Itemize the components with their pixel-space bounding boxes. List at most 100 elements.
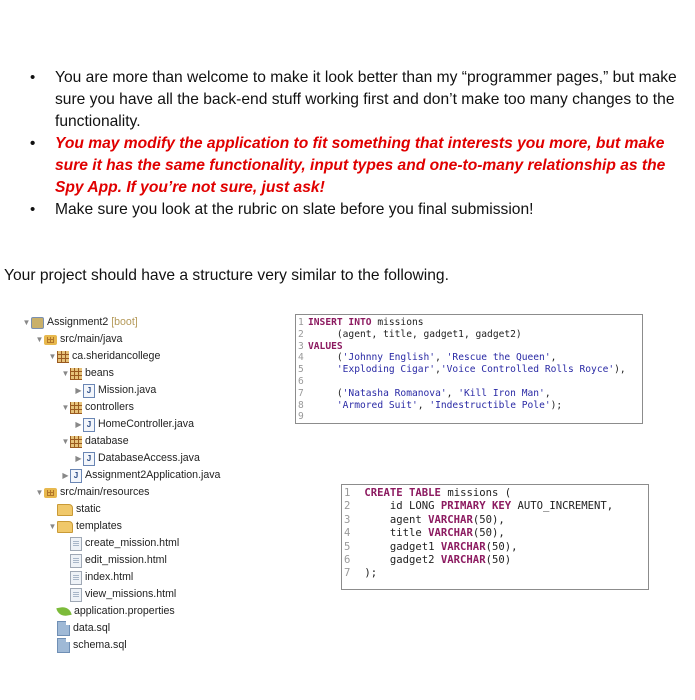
java-file-icon: J: [70, 468, 82, 483]
tree-node[interactable]: edit_mission.html: [22, 552, 220, 569]
tree-node[interactable]: ▼ beans: [22, 365, 220, 382]
project-explorer-tree: ▼ Assignment2 [boot] ▼src/main/java▼ca.s…: [22, 314, 220, 654]
code-text: 'Armored Suit', 'Indestructible Pole');: [336, 399, 563, 411]
chevron-right-icon[interactable]: ▶: [62, 471, 69, 480]
code-line: 9: [298, 411, 638, 423]
tree-node[interactable]: data.sql: [22, 620, 220, 637]
tree-node[interactable]: ▼ templates: [22, 518, 220, 535]
line-number: 4: [298, 352, 304, 364]
tree-node-label: static: [76, 503, 101, 515]
chevron-down-icon[interactable]: ▼: [48, 352, 57, 361]
folder-icon: [57, 520, 73, 533]
chevron-down-icon[interactable]: ▼: [61, 403, 70, 412]
code-text: CREATE TABLE missions (: [364, 487, 512, 499]
line-number: 5: [298, 364, 304, 376]
tree-node-label: database: [85, 435, 129, 447]
tree-node-label: index.html: [85, 571, 134, 583]
code-line: 4 ('Johnny English', 'Rescue the Queen',: [298, 352, 638, 364]
chevron-down-icon[interactable]: ▼: [61, 437, 70, 446]
tree-node[interactable]: ▼src/main/resources: [22, 484, 220, 501]
package-icon: [70, 367, 82, 380]
package-icon: [70, 435, 82, 448]
line-number: 7: [298, 387, 304, 399]
tree-node-label: schema.sql: [73, 639, 127, 651]
chevron-down-icon[interactable]: ▼: [48, 522, 57, 531]
code-line: 3 VALUES: [298, 341, 638, 353]
bullet-icon: •: [30, 201, 36, 218]
tree-node[interactable]: index.html: [22, 569, 220, 586]
tree-node-label: edit_mission.html: [85, 554, 167, 566]
code-line: 1 CREATE TABLE missions (: [344, 487, 644, 500]
source-folder-icon: [44, 334, 57, 345]
html-file-icon: [70, 587, 82, 602]
code-text: 'Exploding Cigar','Voice Controlled Roll…: [336, 364, 626, 376]
line-number: 4: [344, 527, 351, 540]
instructions-list: • You are more than welcome to make it l…: [0, 67, 695, 221]
chevron-down-icon[interactable]: ▼: [35, 488, 44, 497]
chevron-down-icon[interactable]: ▼: [35, 335, 44, 344]
tree-node-label: Mission.java: [98, 384, 157, 396]
code-text: gadget1 VARCHAR(50),: [358, 540, 518, 553]
java-file-icon: J: [83, 451, 95, 466]
line-number: 1: [298, 317, 304, 328]
code-text: title VARCHAR(50),: [358, 527, 505, 540]
sql-file-icon: [57, 638, 70, 653]
tree-node[interactable]: schema.sql: [22, 637, 220, 654]
line-number: 9: [298, 411, 304, 423]
line-number: 2: [298, 328, 304, 340]
code-line: 2 (agent, title, gadget1, gadget2): [298, 329, 638, 341]
folder-icon: [57, 503, 73, 516]
tree-node[interactable]: ▼src/main/java: [22, 331, 220, 348]
tree-node-label: ca.sheridancollege: [72, 350, 161, 362]
bullet-item: • Make sure you look at the rubric on sl…: [0, 199, 695, 221]
code-line: 7 ('Natasha Romanova', 'Kill Iron Man',: [298, 388, 638, 400]
chevron-right-icon[interactable]: ▶: [75, 454, 82, 463]
line-number: 3: [344, 513, 351, 526]
line-number: 6: [344, 554, 351, 567]
tree-node[interactable]: view_missions.html: [22, 586, 220, 603]
chevron-right-icon[interactable]: ▶: [75, 386, 82, 395]
schema-sql-code-block: 1 CREATE TABLE missions (2 id LONG PRIMA…: [341, 484, 649, 590]
code-line: 7 );: [344, 567, 644, 580]
chevron-down-icon[interactable]: ▼: [22, 318, 31, 327]
bullet-item: • You are more than welcome to make it l…: [30, 69, 677, 130]
tree-node-label: Assignment2Application.java: [85, 469, 221, 481]
java-file-icon: J: [83, 417, 95, 432]
tree-node[interactable]: application.properties: [22, 603, 220, 620]
tree-node[interactable]: create_mission.html: [22, 535, 220, 552]
tree-node-label: templates: [76, 520, 122, 532]
code-text: VALUES: [308, 340, 343, 352]
code-text: INSERT INTO missions: [308, 317, 424, 328]
code-text: gadget2 VARCHAR(50): [358, 554, 512, 567]
tree-node[interactable]: static: [22, 501, 220, 518]
tree-node-project[interactable]: ▼ Assignment2 [boot]: [22, 314, 220, 331]
chevron-right-icon[interactable]: ▶: [75, 420, 82, 429]
tree-node-label: DatabaseAccess.java: [98, 452, 200, 464]
tree-node[interactable]: ▼ database: [22, 433, 220, 450]
properties-leaf-icon: [56, 605, 72, 618]
tree-node[interactable]: ▼ ca.sheridancollege: [22, 348, 220, 365]
code-line: 6 gadget2 VARCHAR(50): [344, 554, 644, 567]
line-number: 3: [298, 340, 304, 352]
source-folder-icon: [44, 487, 57, 498]
line-number: 1: [344, 487, 351, 499]
package-icon: [70, 401, 82, 414]
code-text: [308, 376, 314, 388]
code-text: );: [358, 567, 378, 580]
tree-node-label: controllers: [85, 401, 134, 413]
code-line: 1 INSERT INTO missions: [298, 317, 638, 329]
code-text: id LONG PRIMARY KEY AUTO_INCREMENT,: [358, 500, 614, 513]
tree-node-label: application.properties: [74, 605, 175, 617]
code-text: [308, 411, 314, 423]
line-number: 2: [344, 500, 351, 513]
chevron-down-icon[interactable]: ▼: [61, 369, 70, 378]
tree-node[interactable]: ▼ controllers: [22, 399, 220, 416]
tree-node-label: view_missions.html: [85, 588, 177, 600]
code-line: 5 gadget1 VARCHAR(50),: [344, 541, 644, 554]
tree-node-label: beans: [85, 367, 114, 379]
structure-intro: Your project should have a structure ver…: [4, 267, 449, 284]
